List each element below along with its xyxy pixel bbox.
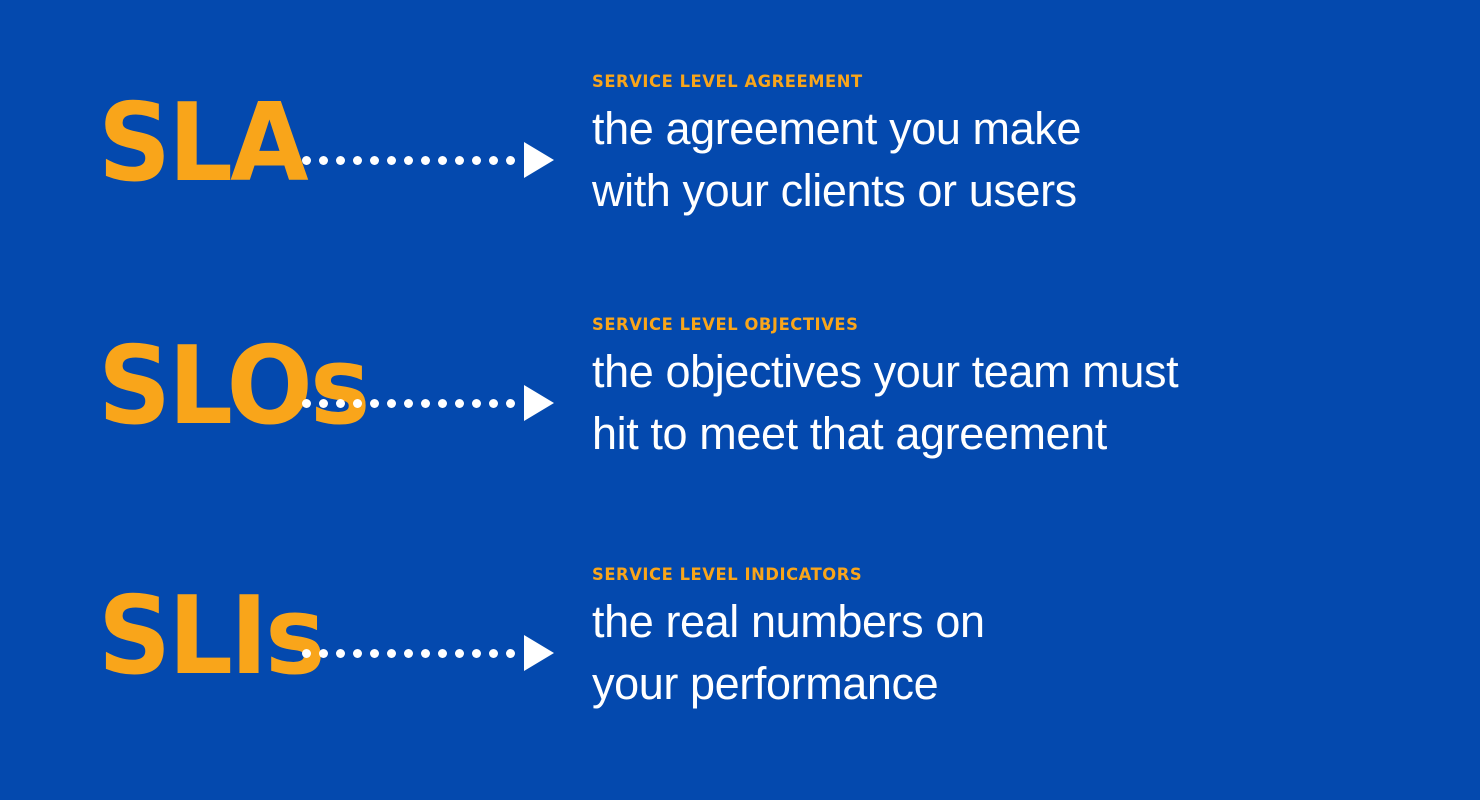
arrow-head-icon <box>524 142 554 178</box>
arrow-dot <box>506 648 515 658</box>
arrow-dot <box>370 155 379 165</box>
dotted-arrow-right-icon <box>302 385 554 421</box>
arrow-dot <box>336 155 345 165</box>
arrow-dot <box>506 155 515 165</box>
arrow-dot <box>438 155 447 165</box>
arrow-dot <box>387 398 396 408</box>
arrow-dot <box>489 648 498 658</box>
dotted-arrow-right-icon <box>302 635 554 671</box>
arrow-dot <box>404 648 413 658</box>
definition-row-sla: SLA <box>0 72 1480 222</box>
arrow-dot <box>438 398 447 408</box>
acronym-cell-slis: SLIs <box>0 565 326 699</box>
caption-slos: SERVICE LEVEL OBJECTIVES <box>592 315 859 335</box>
arrow-dot <box>336 398 345 408</box>
arrow-dot <box>387 155 396 165</box>
arrow-dot <box>421 398 430 408</box>
arrow-dot <box>404 155 413 165</box>
arrow-dot <box>302 398 311 408</box>
arrow-dots <box>302 155 523 165</box>
arrow-dot <box>404 398 413 408</box>
caption-slis: SERVICE LEVEL INDICATORS <box>592 565 863 585</box>
acronym-sla: SLA <box>98 81 309 206</box>
arrow-cell-slos <box>300 315 592 425</box>
arrow-dot <box>302 648 311 658</box>
arrow-dots <box>302 648 523 658</box>
arrow-dot <box>472 398 481 408</box>
arrow-dot <box>421 648 430 658</box>
caption-sla: SERVICE LEVEL AGREEMENT <box>592 72 863 92</box>
dotted-arrow-right-icon <box>302 142 554 178</box>
arrow-dot <box>370 648 379 658</box>
definition-row-slis: SLIs <box>0 565 1480 715</box>
arrow-head-icon <box>524 635 554 671</box>
arrow-head-icon <box>524 385 554 421</box>
arrow-cell-sla <box>300 72 592 182</box>
description-slis: the real numbers on your performance <box>592 596 985 709</box>
text-cell-slos: SERVICE LEVEL OBJECTIVES the objectives … <box>592 315 1480 465</box>
arrow-dot <box>421 155 430 165</box>
arrow-dot <box>489 398 498 408</box>
arrow-dot <box>319 398 328 408</box>
arrow-dot <box>455 648 464 658</box>
arrow-dots <box>302 398 523 408</box>
arrow-dot <box>455 155 464 165</box>
arrow-dot <box>455 398 464 408</box>
arrow-dot <box>438 648 447 658</box>
arrow-dot <box>302 155 311 165</box>
arrow-dot <box>319 155 328 165</box>
arrow-dot <box>472 648 481 658</box>
arrow-dot <box>353 398 362 408</box>
text-cell-slis: SERVICE LEVEL INDICATORS the real number… <box>592 565 1480 715</box>
arrow-dot <box>319 648 328 658</box>
arrow-dot <box>506 398 515 408</box>
arrow-dot <box>336 648 345 658</box>
description-sla: the agreement you make with your clients… <box>592 103 1081 216</box>
acronym-slis: SLIs <box>98 574 326 699</box>
arrow-dot <box>489 155 498 165</box>
acronym-slos: SLOs <box>98 324 370 449</box>
description-slos: the objectives your team must hit to mee… <box>592 346 1179 459</box>
arrow-cell-slis <box>300 565 592 675</box>
arrow-dot <box>472 155 481 165</box>
acronym-cell-sla: SLA <box>0 72 309 206</box>
acronym-cell-slos: SLOs <box>0 315 370 449</box>
text-cell-sla: SERVICE LEVEL AGREEMENT the agreement yo… <box>592 72 1480 222</box>
arrow-dot <box>387 648 396 658</box>
definition-row-slos: SLOs <box>0 315 1480 465</box>
arrow-dot <box>353 155 362 165</box>
arrow-dot <box>370 398 379 408</box>
arrow-dot <box>353 648 362 658</box>
